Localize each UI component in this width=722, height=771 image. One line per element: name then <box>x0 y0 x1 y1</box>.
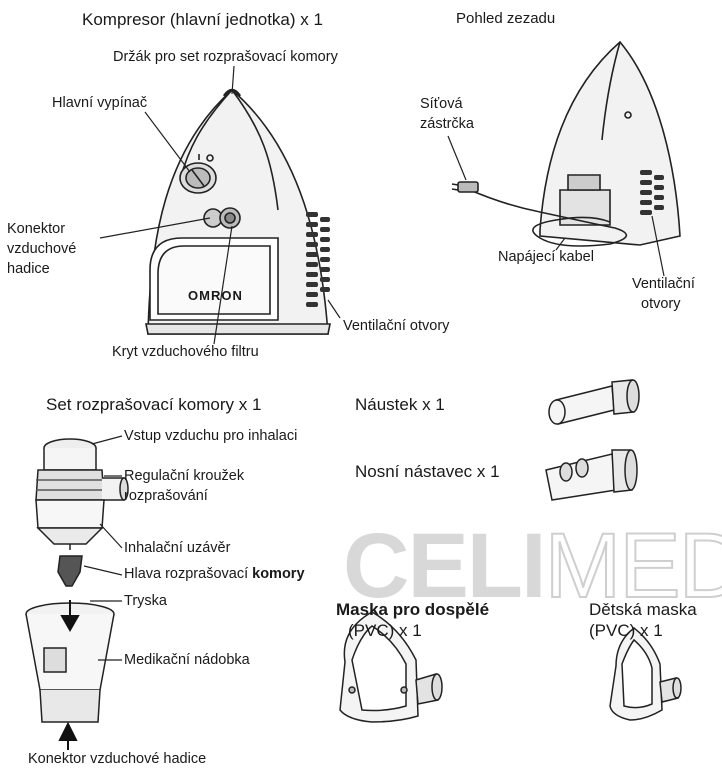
child-mask-subheading: (PVC) x 1 <box>589 621 663 641</box>
air-connector-label-1: Konektor <box>7 221 65 238</box>
nozzle-label: Tryska <box>124 593 167 610</box>
ring-label-2: rozprašování <box>124 488 208 505</box>
nebulizer-kit-heading: Set rozprašovací komory x 1 <box>46 395 261 415</box>
air-connector-label-3: hadice <box>7 261 50 278</box>
rear-view-illustration <box>452 42 680 246</box>
plug-label-1: Síťová <box>420 96 463 113</box>
rear-view-heading: Pohled zezadu <box>456 10 555 27</box>
power-cable-label: Napájecí kabel <box>498 249 594 266</box>
nebulizer-head-illustration <box>58 556 82 586</box>
adult-mask-heading: Maska pro dospělé <box>336 600 489 620</box>
hose-connector-label: Konektor vzduchové hadice <box>28 751 206 768</box>
nebulizer-head-label-text: Hlava rozprašovací <box>124 566 252 582</box>
compressor-heading: Kompresor (hlavní jednotka) x 1 <box>82 10 323 30</box>
nasal-piece-illustration <box>546 450 637 500</box>
mouthpiece-illustration <box>549 380 639 424</box>
holder-label: Držák pro set rozprašovací komory <box>113 49 338 66</box>
watermark: CELIMED <box>343 520 722 612</box>
air-connector-label-2: vzduchové <box>7 241 76 258</box>
rear-vents-label-1: Ventilační <box>632 276 695 293</box>
valve-label: Inhalační uzávěr <box>124 540 230 557</box>
nebulizer-kit-illustration <box>36 439 128 550</box>
vents-label: Ventilační otvory <box>343 318 449 335</box>
ring-label-1: Regulační kroužek <box>124 468 244 485</box>
plug-label-2: zástrčka <box>420 116 474 133</box>
child-mask-heading: Dětská maska <box>589 600 697 620</box>
rear-vents-label-2: otvory <box>641 296 681 313</box>
mouthpiece-heading: Náustek x 1 <box>355 395 445 415</box>
filter-cover-label: Kryt vzduchového filtru <box>112 344 259 361</box>
brand-logo: omron <box>188 289 243 304</box>
container-label: Medikační nádobka <box>124 652 250 669</box>
nebulizer-head-label: Hlava rozprašovací komory <box>124 566 305 583</box>
nebulizer-head-label-bold: komory <box>252 566 304 582</box>
adult-mask-subheading: (PVC) x 1 <box>348 621 422 641</box>
power-switch-label: Hlavní vypínač <box>52 95 147 112</box>
air-inlet-label: Vstup vzduchu pro inhalaci <box>124 428 297 445</box>
nasal-piece-heading: Nosní nástavec x 1 <box>355 462 500 482</box>
child-mask-illustration <box>610 628 681 720</box>
